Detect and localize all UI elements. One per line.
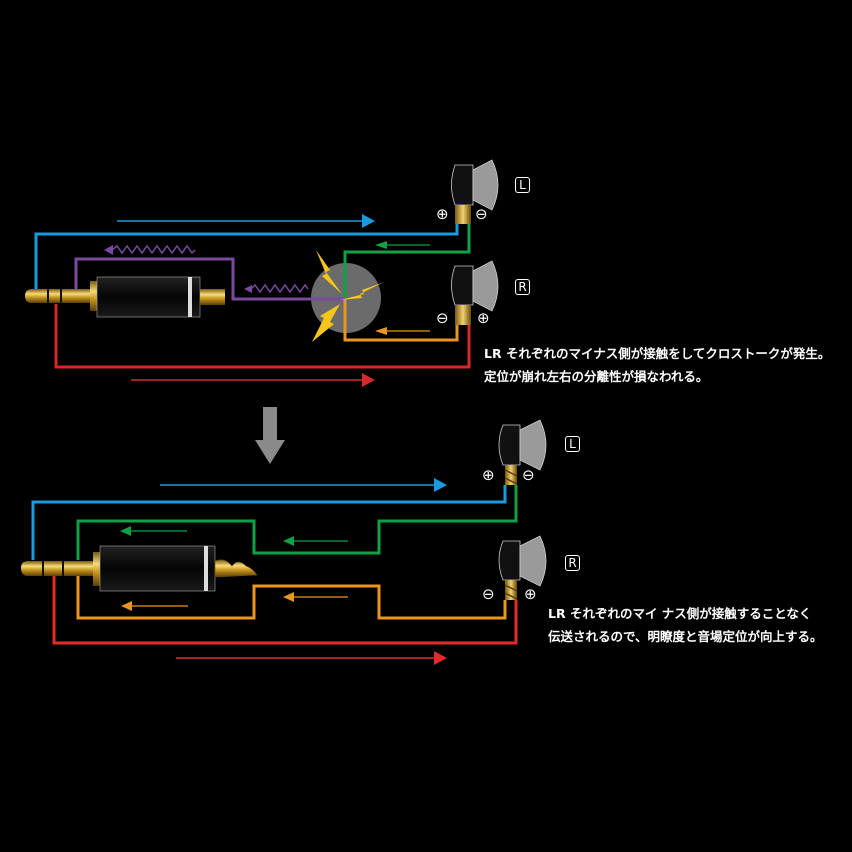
minus-icon: ⊖ xyxy=(475,205,488,223)
top-flow-arrows xyxy=(104,214,430,387)
bottom-left-minus-wire xyxy=(76,485,518,560)
plus-icon: ⊕ xyxy=(524,585,537,603)
crosstalk-zigzag-arrow xyxy=(111,244,196,255)
minus-icon: ⊖ xyxy=(482,585,495,603)
plus-icon: ⊕ xyxy=(436,205,449,223)
arrow-head xyxy=(362,214,375,228)
caption-line: 伝送されるので、明瞭度と音場定位が向上する。 xyxy=(548,629,823,644)
bottom-earphone-left xyxy=(498,419,547,485)
lightning-icon xyxy=(312,304,340,342)
caption-line: 定位が崩れ左右の分離性が損なわれる。 xyxy=(484,369,709,384)
top-earphone-right xyxy=(451,260,499,325)
caption-line: LR それぞれのマイナス側が接触をしてクロストークが発生。 xyxy=(484,346,831,361)
left-channel-label: L xyxy=(565,436,580,452)
transition-arrow-icon xyxy=(255,407,285,464)
crosstalk-zigzag-arrow xyxy=(250,283,309,294)
lightning-icon xyxy=(316,250,342,294)
twisted-cable xyxy=(214,559,258,578)
top-audio-jack xyxy=(25,276,225,318)
bottom-left-plus-wire xyxy=(31,485,507,560)
bottom-right-minus-wire xyxy=(76,576,507,620)
top-right-minus-wire xyxy=(343,299,459,342)
bottom-flow-arrows xyxy=(120,478,447,665)
top-earphone-left xyxy=(451,159,499,224)
right-channel-label: R xyxy=(565,555,580,571)
bottom-audio-jack xyxy=(21,545,258,592)
spark-icons xyxy=(312,250,384,342)
top-left-plus-wire xyxy=(34,224,459,293)
right-channel-label: R xyxy=(515,279,530,295)
bottom-right-plus-wire xyxy=(52,576,518,645)
top-right-plus-wire xyxy=(54,304,471,369)
top-caption: LR それぞれのマイナス側が接触をしてクロストークが発生。 定位が崩れ左右の分離… xyxy=(484,342,830,388)
plus-icon: ⊕ xyxy=(477,309,490,327)
plus-icon: ⊕ xyxy=(482,466,495,484)
minus-icon: ⊖ xyxy=(522,466,535,484)
left-channel-label: L xyxy=(515,177,530,193)
bottom-earphone-right xyxy=(498,535,547,600)
bottom-diagram xyxy=(31,485,518,645)
minus-icon: ⊖ xyxy=(436,309,449,327)
bottom-caption: LR それぞれのマイ ナス側が接触することなく 伝送されるので、明瞭度と音場定位… xyxy=(548,602,823,648)
lightning-icon xyxy=(340,282,384,300)
caption-line: LR それぞれのマイ ナス側が接触することなく xyxy=(548,606,812,621)
